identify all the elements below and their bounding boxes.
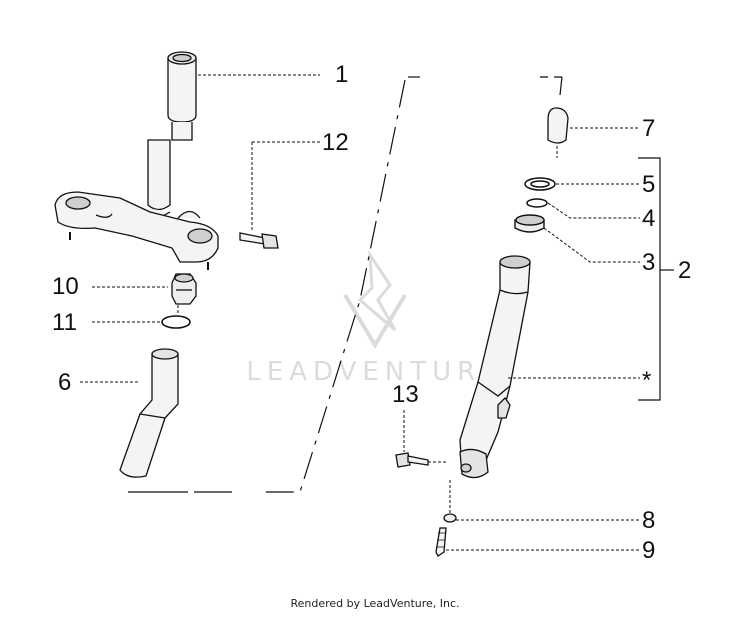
callout-1: 1 [335, 61, 348, 88]
part-6-fork-tube [119, 348, 179, 478]
part-1-yoke [54, 191, 219, 270]
callout-3: 3 [642, 249, 655, 276]
part-13-bolt [395, 452, 429, 468]
callout-9: 9 [642, 537, 655, 564]
callout-6: 6 [58, 369, 71, 396]
callout-12: 12 [322, 129, 349, 156]
callout-8: 8 [642, 507, 655, 534]
callout-10: 10 [52, 273, 79, 300]
callout-4: 4 [642, 205, 655, 232]
leadventure-watermark: LEADVENTURE [246, 249, 503, 387]
part-fork-slider [459, 255, 531, 479]
right-leader-lines [403, 127, 640, 551]
footer-credit: Rendered by LeadVenture, Inc. [290, 597, 460, 610]
item-2-bracket [638, 157, 674, 401]
part-1-steering-stem [129, 51, 197, 220]
part-7-cap [547, 107, 569, 144]
part-8-washer [443, 513, 457, 523]
part-3-seal [514, 214, 545, 233]
callout-asterisk: * [642, 367, 651, 394]
callout-5: 5 [642, 171, 655, 198]
callout-11: 11 [52, 309, 77, 336]
part-12-bolt [239, 232, 279, 249]
callout-7: 7 [642, 115, 655, 142]
watermark-brand: LEADVENTURE [246, 357, 503, 387]
part-10-nut [171, 273, 197, 305]
callout-2: 2 [678, 257, 691, 284]
part-5-washer [524, 177, 556, 191]
part-11-o-ring [161, 315, 191, 329]
group-divider [128, 76, 563, 493]
callout-13: 13 [392, 381, 419, 408]
left-leader-lines [80, 74, 320, 383]
part-9-screw [435, 527, 447, 557]
callout-labels: 1 12 10 11 6 7 5 4 3 2 * 13 8 9 [52, 61, 691, 564]
part-4-ring [526, 198, 548, 208]
